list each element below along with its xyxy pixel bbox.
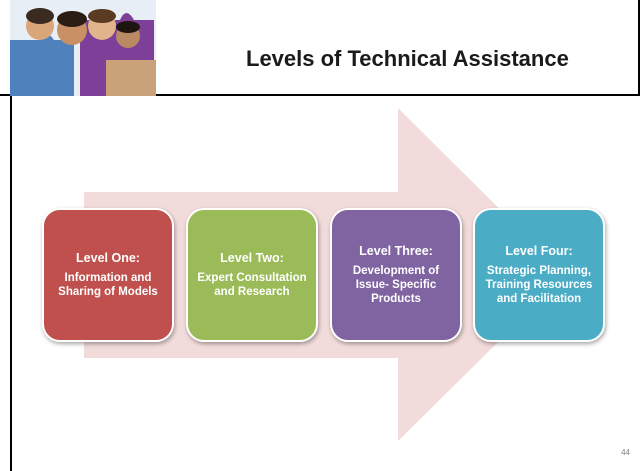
level-one-heading: Level One: (76, 251, 140, 265)
level-four-text: Strategic Planning, Training Resources a… (485, 265, 593, 305)
header-photo (10, 0, 156, 96)
level-one-box: Level One: Information and Sharing of Mo… (42, 208, 174, 342)
level-two-text: Expert Consultation and Research (197, 272, 307, 298)
level-two-box: Level Two: Expert Consultation and Resea… (186, 208, 318, 342)
level-three-text: Development of Issue- Specific Products (352, 265, 440, 305)
level-three-heading: Level Three: (359, 244, 433, 258)
slide-title: Levels of Technical Assistance (246, 46, 569, 71)
level-four-box: Level Four: Strategic Planning, Training… (473, 208, 605, 342)
level-one-text: Information and Sharing of Models (58, 272, 158, 298)
puzzle-people-image (10, 0, 156, 96)
page-number: 44 (621, 448, 630, 457)
title-right-border (638, 0, 640, 96)
level-four-heading: Level Four: (505, 244, 573, 258)
level-three-box: Level Three: Development of Issue- Speci… (330, 208, 462, 342)
level-two-heading: Level Two: (220, 251, 284, 265)
left-border (10, 95, 12, 471)
